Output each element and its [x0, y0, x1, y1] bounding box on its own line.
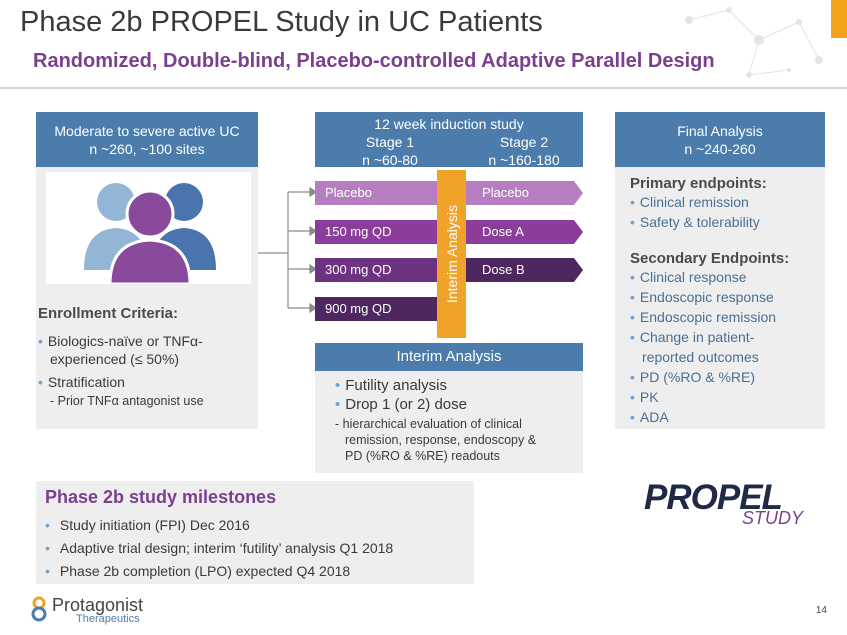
secondary-item: •PD (%RO & %RE)	[630, 369, 756, 385]
company-sub: Therapeutics	[76, 613, 140, 625]
arm-stage2-placebo-shape	[466, 181, 583, 205]
secondary-title: Secondary Endpoints:	[630, 250, 790, 267]
stage2-arrows	[466, 181, 583, 282]
interim-analysis-bar: Interim Analysis	[437, 170, 466, 338]
arm-stage2-doseA-shape	[466, 220, 583, 244]
people-panel	[46, 172, 251, 286]
people-group-icon	[84, 183, 216, 286]
page-subtitle: Randomized, Double-blind, Placebo-contro…	[33, 50, 715, 72]
enrollment-sub: - Prior TNFα antagonist use	[50, 394, 204, 408]
stage1-label: Stage 1 n ~60-80	[362, 134, 418, 168]
propel-logo-word: PROPEL	[644, 478, 783, 517]
interim-sub: - hierarchical evaluation of clinical re…	[335, 417, 537, 463]
arm-stage1-placebo: Placebo	[315, 181, 437, 205]
population-line1: Moderate to severe active UC	[54, 123, 240, 139]
milestone-item: •Study initiation (FPI) Dec 2016	[45, 517, 250, 533]
page-number: 14	[815, 605, 827, 616]
page-title: Phase 2b PROPEL Study in UC Patients	[20, 6, 543, 38]
induction-title: 12 week induction study	[374, 116, 524, 132]
induction-header: 12 week induction study Stage 1 n ~60-80…	[315, 112, 583, 168]
enrollment-title: Enrollment Criteria:	[38, 305, 179, 322]
primary-item: •Clinical remission	[630, 194, 749, 210]
secondary-item: •PK	[630, 389, 659, 405]
stage2-label: Stage 2 n ~160-180	[488, 134, 560, 168]
arm-stage1-900mg: 900 mg QD	[315, 297, 437, 321]
enrollment-bullet-cont: experienced (≤ 50%)	[50, 351, 180, 367]
interim-header: Interim Analysis	[315, 343, 583, 371]
milestone-item: •Phase 2b completion (LPO) expected Q4 2…	[45, 563, 351, 579]
interim-bullet: •Futility analysis	[335, 377, 447, 394]
primary-item: •Safety & tolerability	[630, 214, 760, 230]
population-header: Moderate to severe active UC n ~260, ~10…	[36, 112, 258, 167]
secondary-item-cont: reported outcomes	[642, 349, 759, 365]
interim-bullet: •Drop 1 (or 2) dose	[335, 396, 467, 413]
enrollment-bullet: •Stratification	[38, 374, 125, 390]
milestones-panel	[36, 481, 474, 584]
molecule-decoration-icon	[685, 7, 823, 78]
propel-logo-study: STUDY	[742, 508, 804, 528]
final-header: Final Analysis n ~240-260	[615, 112, 825, 167]
secondary-item: •Endoscopic response	[630, 289, 774, 305]
endpoints-list: Primary endpoints: •Clinical remission •…	[630, 175, 825, 427]
protagonist-logo-icon	[31, 596, 47, 622]
milestones-title: Phase 2b study milestones	[45, 487, 277, 507]
arm-stage2-doseB: Dose B	[482, 262, 525, 277]
milestone-item: •Adaptive trial design; interim ‘futilit…	[45, 540, 394, 556]
arm-stage2-doseA: Dose A	[482, 224, 524, 239]
primary-title: Primary endpoints:	[630, 175, 767, 192]
arm-connectors	[258, 186, 318, 314]
arm-stage2-placebo: Placebo	[482, 185, 529, 200]
secondary-item: •Clinical response	[630, 269, 747, 285]
final-line2: n ~240-260	[684, 141, 756, 157]
arm-stage1-300mg: 300 mg QD	[315, 258, 437, 282]
population-line2: n ~260, ~100 sites	[89, 141, 205, 157]
secondary-item: •Endoscopic remission	[630, 309, 777, 325]
secondary-item: •ADA	[630, 409, 669, 425]
final-line1: Final Analysis	[677, 123, 763, 139]
interim-panel	[315, 371, 583, 473]
secondary-item: •Change in patient-	[630, 329, 755, 345]
corner-accent	[831, 0, 847, 38]
header-divider	[0, 87, 847, 89]
arm-stage2-doseB-shape	[466, 258, 583, 282]
enrollment-bullet: •Biologics-naïve or TNFα-	[38, 333, 203, 349]
arm-stage1-150mg: 150 mg QD	[315, 220, 437, 244]
company-name: Protagonist	[52, 595, 144, 615]
milestones-list: •Study initiation (FPI) Dec 2016 •Adapti…	[45, 515, 393, 581]
